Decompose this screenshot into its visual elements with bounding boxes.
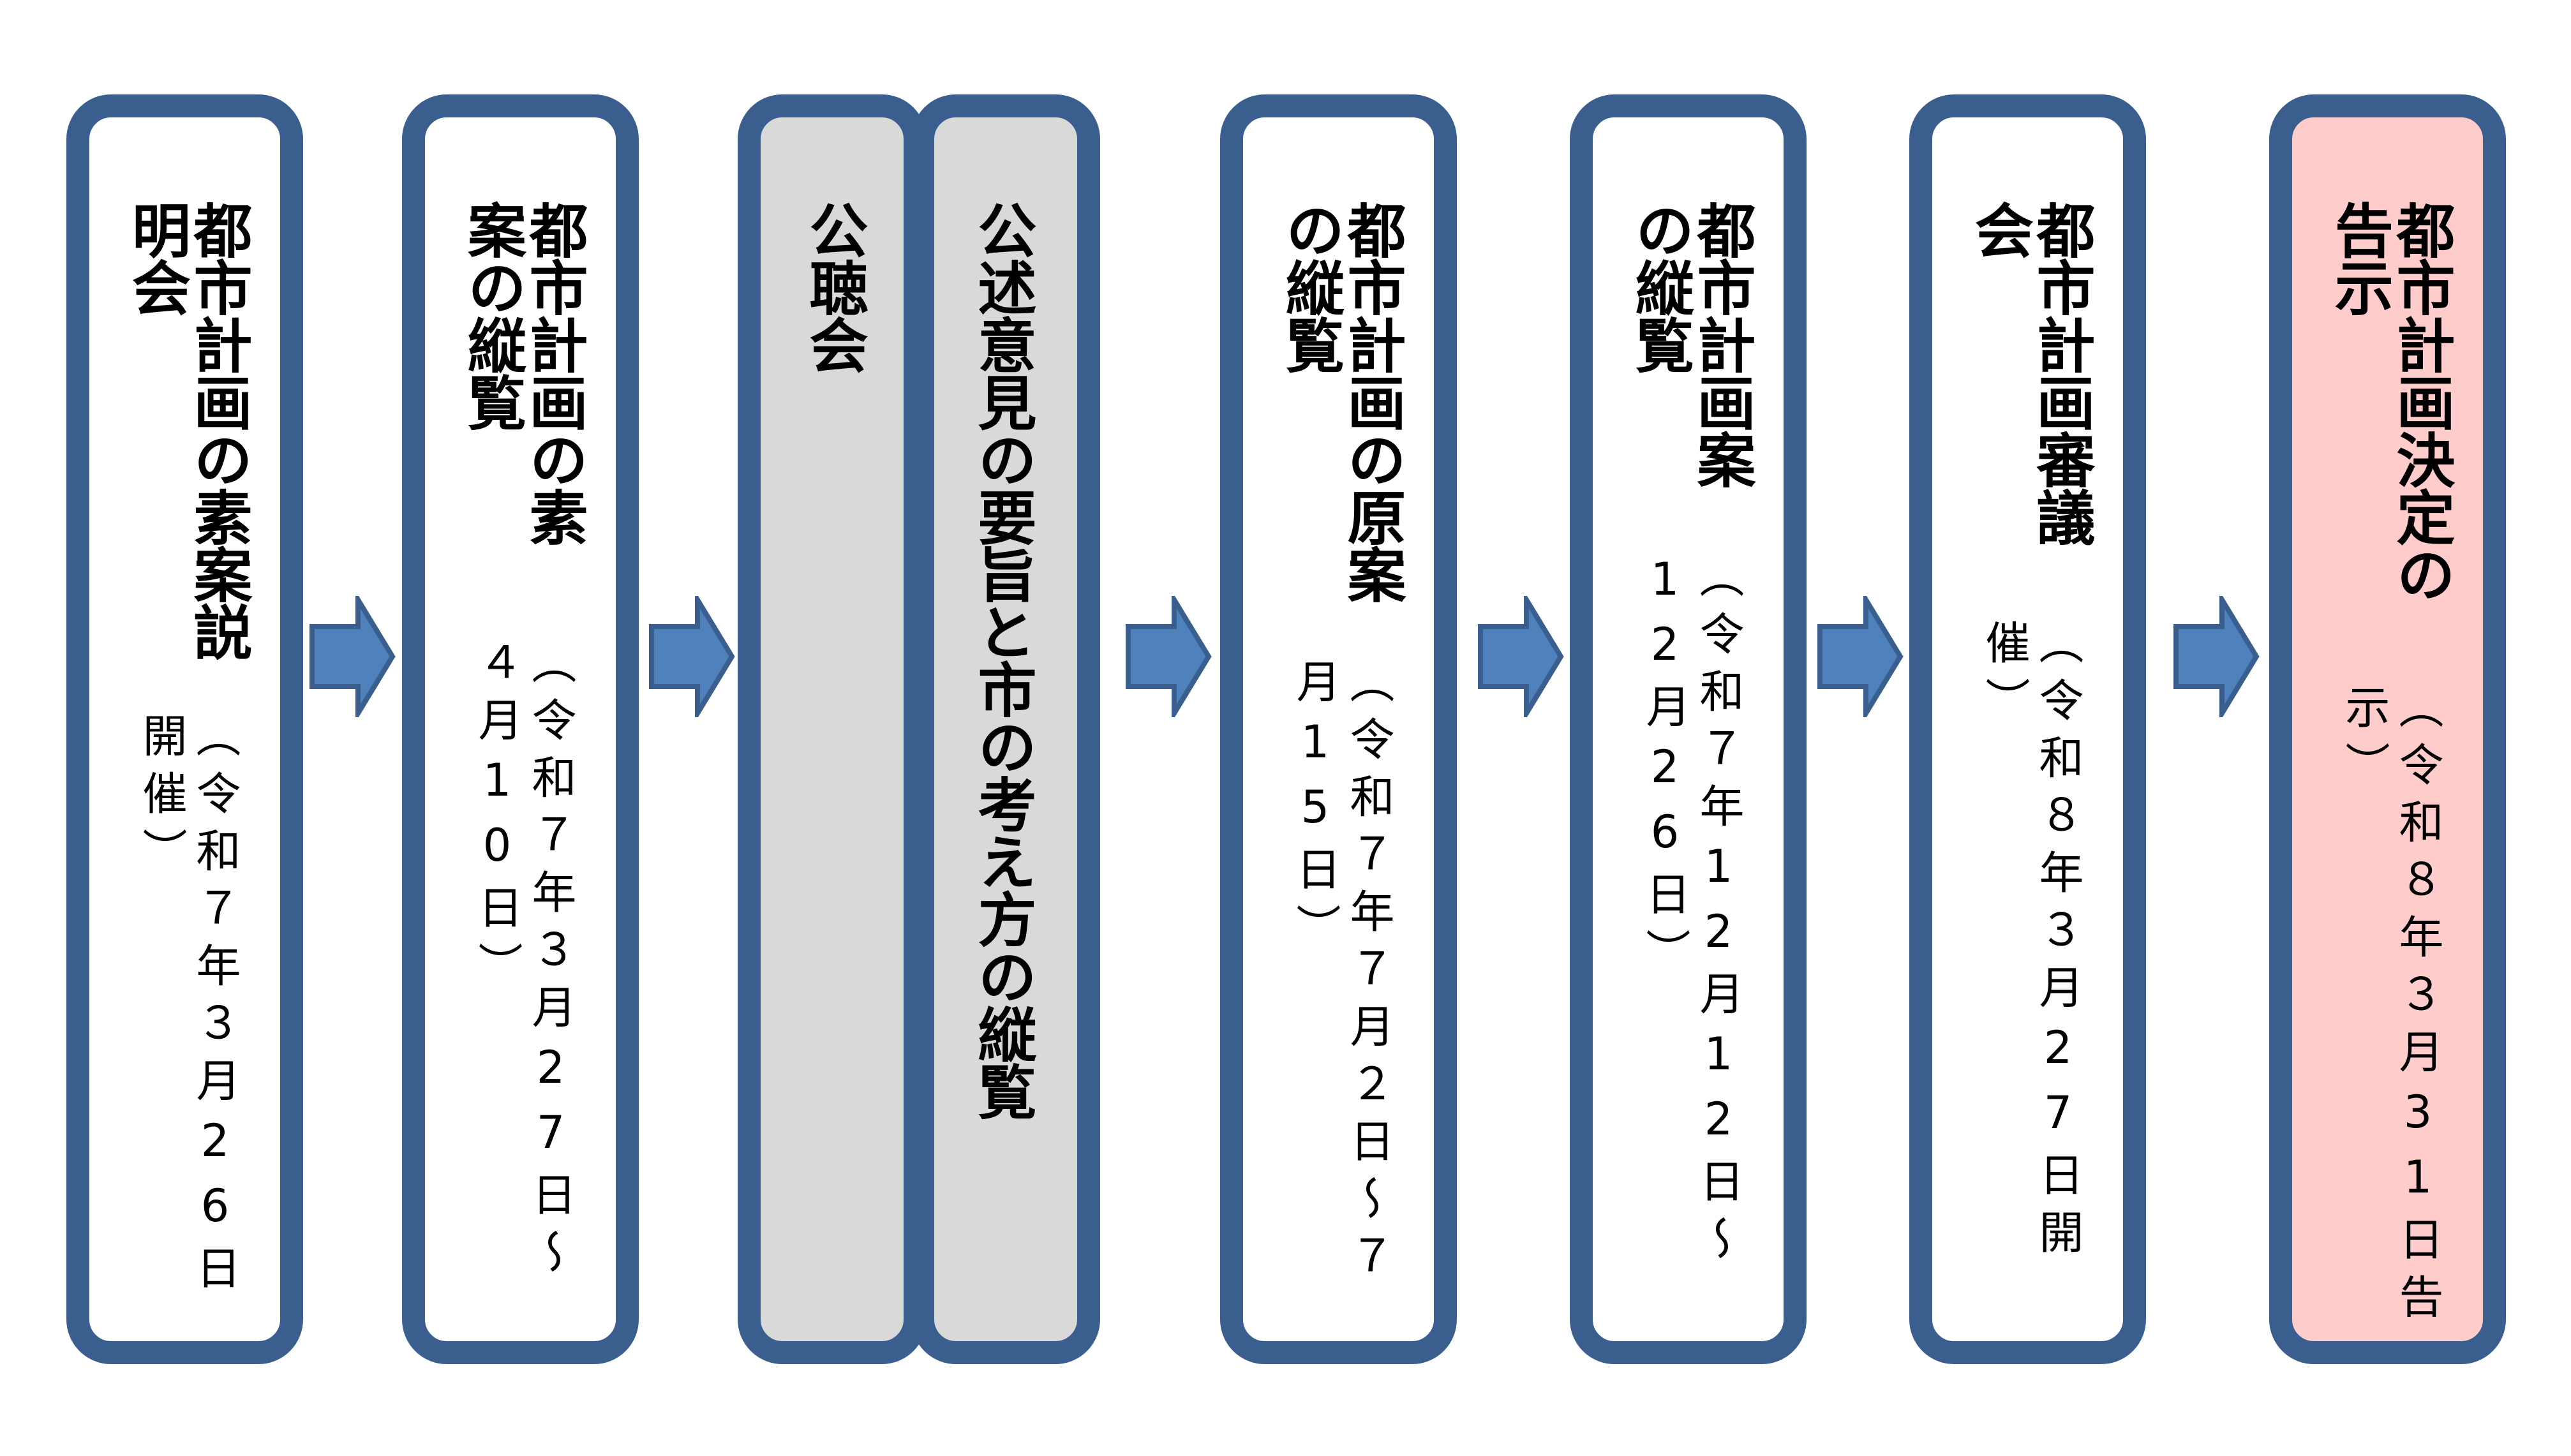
arrow-right-icon <box>1817 596 1904 717</box>
step-title: 都市計画の素案の縦覧 <box>458 200 588 545</box>
step-6-box: 都市計画案の縦覧 （令和７年12月12日～12月26日） <box>1570 94 1807 1364</box>
step-title: 都市計画審議会 <box>1965 200 2095 545</box>
step-date: （令和７年７月２日～７月15日） <box>1289 658 1395 1290</box>
step-date: （令和７年３月27日～４月10日） <box>471 639 577 1286</box>
arrow-right-icon <box>2173 596 2260 717</box>
step-title: 都市計画の素案説明会 <box>122 200 252 660</box>
step-title: 公述意見の要旨と市の考え方の縦覧 <box>968 200 1036 1119</box>
step-title: 都市計画案の縦覧 <box>1625 200 1755 487</box>
step-7-box: 都市計画審議会 （令和８年３月27日開催） <box>1909 94 2146 1364</box>
step-4-box-opinion-summary: 公述意見の要旨と市の考え方の縦覧 <box>911 94 1100 1364</box>
step-date: （令和７年３月26日開催） <box>135 712 241 1302</box>
step-date: （令和７年12月12日～12月26日） <box>1639 553 1745 1273</box>
step-title: 公聴会 <box>800 200 868 373</box>
step-date: （令和８年３月27日開催） <box>1978 619 2084 1267</box>
step-8-box-final-decision: 都市計画決定の告示 （令和８年３月31日告示） <box>2269 94 2506 1364</box>
step-title: 都市計画の原案の縦覧 <box>1276 200 1406 602</box>
step-5-box: 都市計画の原案の縦覧 （令和７年７月２日～７月15日） <box>1220 94 1457 1364</box>
step-1-box: 都市計画の素案説明会 （令和７年３月26日開催） <box>66 94 303 1364</box>
step-3-box-public-hearing: 公聴会 <box>738 94 927 1364</box>
arrow-right-icon <box>1478 596 1564 717</box>
step-2-box: 都市計画の素案の縦覧 （令和７年３月27日～４月10日） <box>402 94 639 1364</box>
arrow-right-icon <box>649 596 735 717</box>
arrow-right-icon <box>1126 596 1212 717</box>
step-date: （令和８年３月31日告示） <box>2338 684 2444 1332</box>
step-title: 都市計画決定の告示 <box>2325 200 2455 602</box>
arrow-right-icon <box>309 596 396 717</box>
